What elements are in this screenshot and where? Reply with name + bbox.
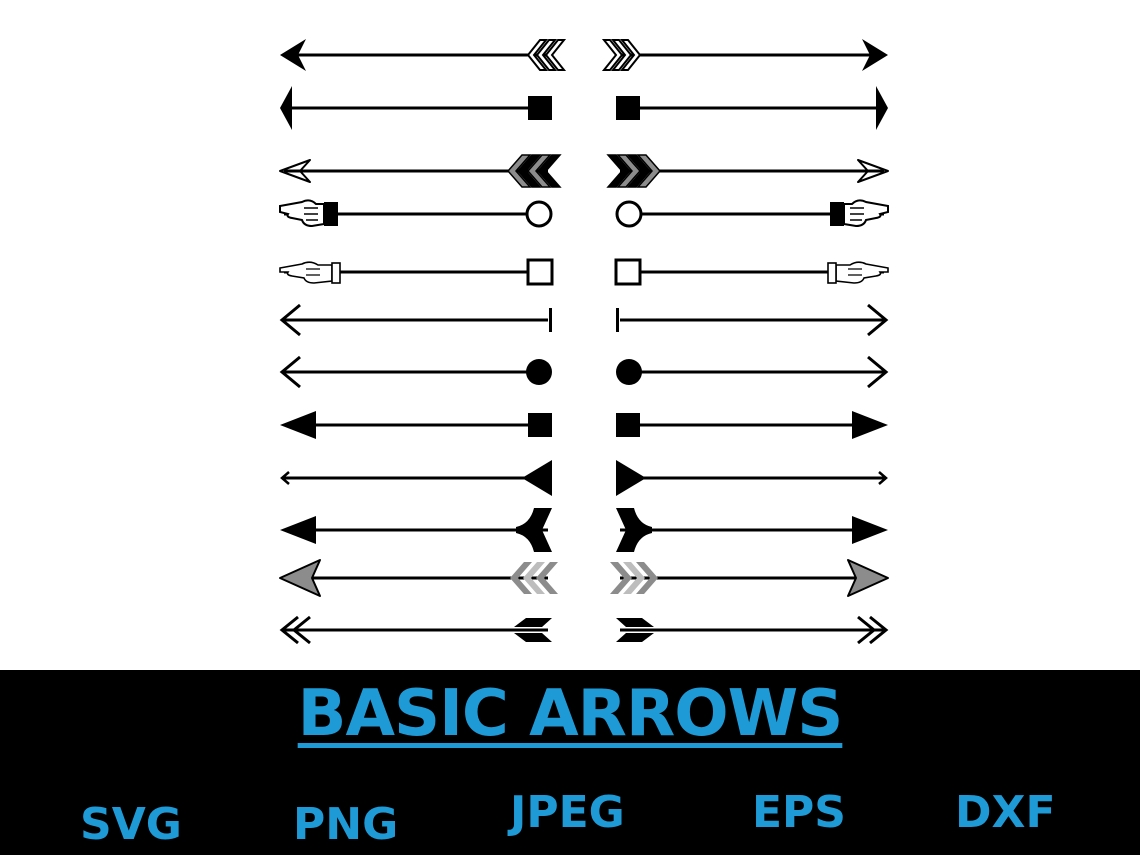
arrow-double-chevron-icon-right <box>616 615 889 645</box>
format-label-svg: SVG <box>80 799 182 850</box>
banner-title: BASIC ARROWS <box>297 677 844 751</box>
arrow-hand-square-icon-right <box>614 258 889 286</box>
arrow-triangle-tail-icon-right <box>616 460 888 496</box>
arrow-notched-tail-icon-left <box>280 508 552 552</box>
arrow-square-tail-icon-left <box>280 86 552 130</box>
arrow-square-tail-icon-right <box>616 86 888 130</box>
format-label-eps: EPS <box>752 787 846 838</box>
arrow-hand-circle-icon-left <box>279 199 553 228</box>
arrow-double-chevron-icon-left <box>279 615 552 645</box>
format-label-png: PNG <box>293 799 399 850</box>
arrow-hand-square-icon-left <box>279 258 554 286</box>
arrow-gray-feather-icon-right <box>606 154 889 188</box>
arrow-triangle-square-icon-right <box>616 411 888 439</box>
arrow-triangle-tail-icon-left <box>280 460 552 496</box>
arrow-notched-tail-icon-right <box>616 508 888 552</box>
arrow-gray-chevron-icon-right <box>610 559 889 597</box>
arrow-feather-outline-icon-left <box>280 39 567 71</box>
arrow-gray-chevron-icon-left <box>279 559 558 597</box>
format-label-dxf: DXF <box>955 787 1056 838</box>
title-banner: BASIC ARROWS SVG PNG JPEG EPS DXF <box>0 670 1140 855</box>
arrow-collection <box>279 39 889 645</box>
arrow-dot-tail-icon-right <box>616 355 889 389</box>
arrow-hand-circle-icon-right <box>615 199 889 228</box>
arrow-gray-feather-icon-left <box>279 154 562 188</box>
arrow-triangle-square-icon-left <box>280 411 552 439</box>
arrow-bar-tail-icon-left <box>279 303 552 337</box>
arrow-dot-tail-icon-left <box>279 355 552 389</box>
arrow-feather-outline-icon-right <box>601 39 888 71</box>
arrow-bar-tail-icon-right <box>616 303 889 337</box>
format-label-jpeg: JPEG <box>510 787 625 838</box>
